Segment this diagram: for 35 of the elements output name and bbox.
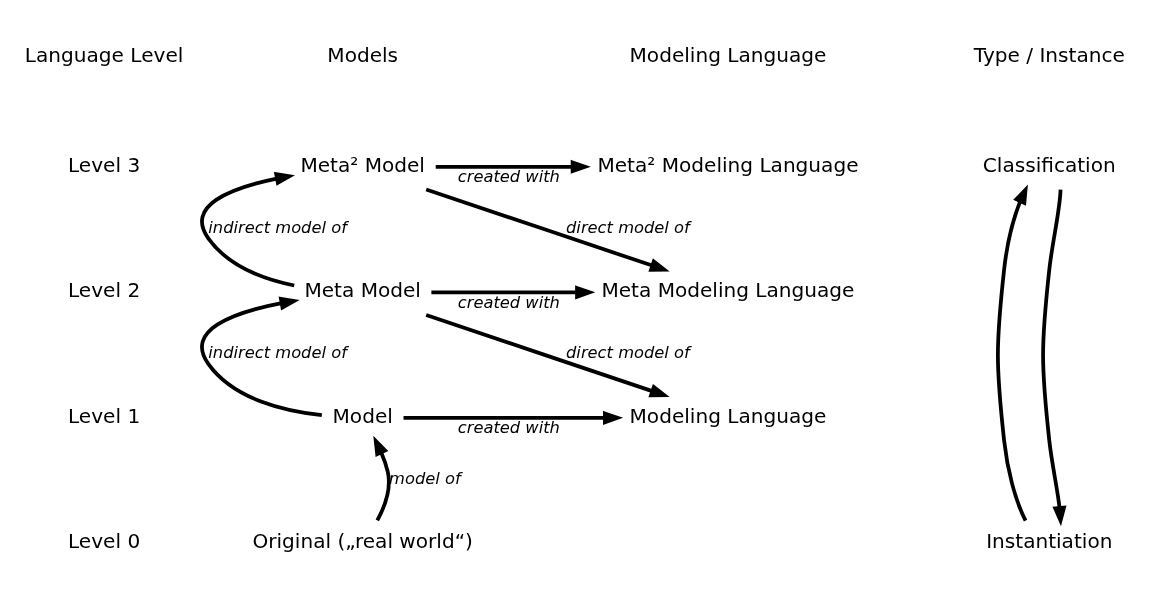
label: Level 2 [68, 277, 141, 302]
node-text: Meta² Model [300, 152, 425, 177]
edge-label: indirect model of [208, 342, 347, 362]
label: Level 3 [68, 152, 141, 177]
label: Level 1 [68, 403, 141, 428]
arrow [403, 410, 624, 425]
node-text: Model [332, 403, 393, 428]
edge-label: model of [389, 468, 461, 488]
node-text: Meta² Modeling Language [597, 152, 859, 177]
edge-label: indirect model of [208, 217, 347, 237]
edge-label: created with [457, 417, 560, 437]
node-text: Meta Modeling Language [601, 277, 855, 302]
arrow [1041, 189, 1067, 526]
arrow [435, 159, 591, 174]
node-text: Instantiation [986, 528, 1113, 553]
arrow [200, 296, 323, 417]
edge-label: created with [457, 292, 560, 312]
label: Modeling Language [629, 42, 827, 67]
node-text: Original („real world“) [252, 528, 473, 553]
label: Type / Instance [973, 42, 1125, 67]
label: Models [327, 42, 399, 67]
node-text: Modeling Language [629, 403, 827, 428]
node-text: Meta Model [304, 277, 421, 302]
arrow [431, 284, 596, 299]
edge-label: direct model of [566, 217, 690, 237]
edge-label: created with [457, 166, 560, 186]
edge-label: direct model of [566, 342, 690, 362]
arrow [996, 183, 1028, 521]
label: Level 0 [68, 528, 141, 553]
arrow [373, 435, 391, 521]
label: Language Level [24, 42, 184, 67]
arrow [425, 312, 670, 397]
arrow [200, 171, 295, 287]
arrow [425, 187, 670, 272]
node-text: Classification [982, 152, 1116, 177]
